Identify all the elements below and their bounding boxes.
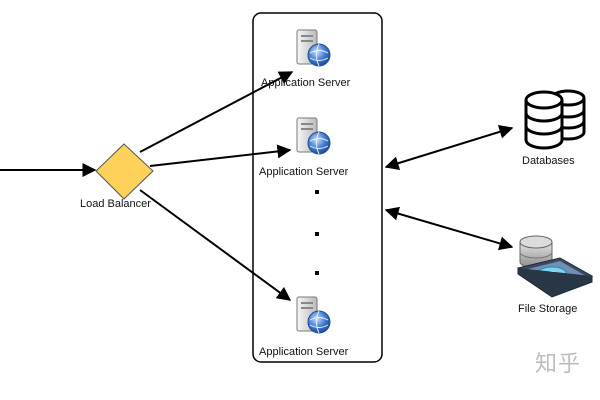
servers-to-databases-arrow (384, 125, 514, 170)
lb-to-server-2-arrow (149, 144, 292, 167)
servers-to-file-storage-arrow (384, 206, 514, 251)
load-balancer-label: Load Balancer (80, 198, 151, 210)
ellipsis-dot (315, 190, 319, 194)
file-storage-icon (516, 235, 594, 298)
database-icon (524, 89, 586, 150)
app-server-group-box (252, 12, 383, 363)
app-server-label-3: Application Server (259, 346, 349, 358)
app-server-label-2: Application Server (259, 166, 349, 178)
zhihu-watermark: 知乎 (535, 352, 582, 377)
databases-label: Databases (522, 155, 575, 167)
lb-to-server-3-arrow (139, 189, 292, 301)
ellipsis-dot (315, 232, 319, 236)
load-balancer-diamond (95, 143, 154, 200)
server-icon (296, 296, 331, 334)
lb-to-server-1-arrow (139, 71, 294, 153)
server-icon (296, 117, 331, 155)
file-storage-label: File Storage (518, 303, 578, 315)
ellipsis-dot (315, 271, 319, 275)
server-icon (296, 29, 331, 67)
app-server-label-1: Application Server (261, 77, 351, 89)
